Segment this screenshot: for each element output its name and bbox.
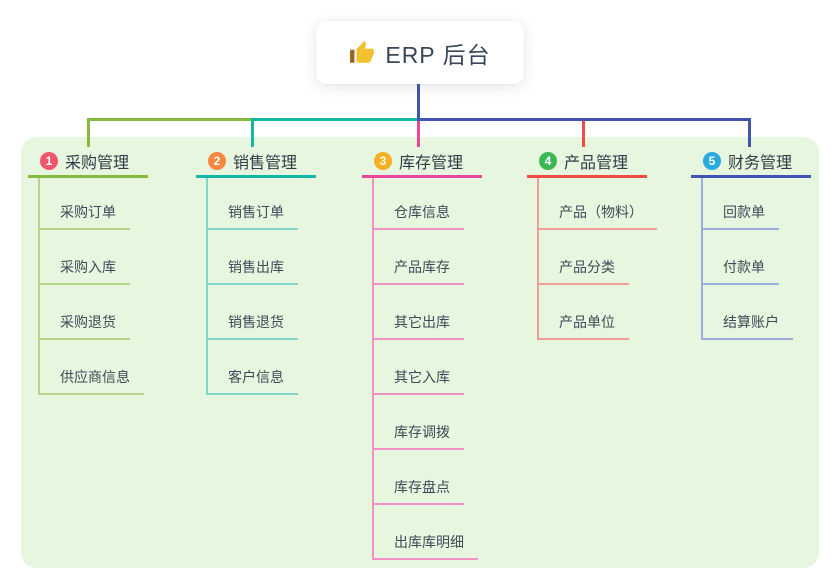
branches-panel (21, 137, 819, 568)
branch-5-item[interactable]: 回款单 (701, 197, 779, 230)
branch-3-item[interactable]: 库存调拨 (372, 417, 464, 450)
branch-4-header[interactable]: 4 产品管理 (527, 147, 647, 178)
branch-2-title: 销售管理 (233, 155, 298, 172)
branch-3-item[interactable]: 库存盘点 (372, 472, 464, 505)
branch-4-title: 产品管理 (564, 155, 629, 172)
branch-2-trunk-line (206, 178, 208, 395)
branch-2-item[interactable]: 客户信息 (206, 362, 298, 395)
branch-2-header[interactable]: 2 销售管理 (196, 147, 316, 178)
branch-1-drop-line (87, 121, 90, 147)
branch-3-item[interactable]: 其它入库 (372, 362, 464, 395)
branch-5-number-badge: 5 (703, 152, 721, 170)
branch-1-item[interactable]: 供应商信息 (38, 362, 144, 395)
thumbs-up-icon (350, 40, 375, 63)
branch-4-item[interactable]: 产品分类 (537, 252, 629, 285)
branch-2-item[interactable]: 销售退货 (206, 307, 298, 340)
root-node[interactable]: ERP 后台 (316, 21, 524, 84)
branch-3-trunk-line (372, 178, 374, 560)
branch-5-item[interactable]: 付款单 (701, 252, 779, 285)
branch-4-trunk-line (537, 178, 539, 340)
branch-3-number-badge: 3 (374, 152, 392, 170)
branch-2-number-badge: 2 (208, 152, 226, 170)
branch-3-drop-line (417, 121, 420, 147)
branch-2-item[interactable]: 销售订单 (206, 197, 298, 230)
branch-1-item[interactable]: 采购订单 (38, 197, 130, 230)
branch-5-title: 财务管理 (728, 155, 793, 172)
branch-3-header[interactable]: 3 库存管理 (362, 147, 482, 178)
branch-5-trunk-line (701, 178, 703, 340)
branch-1-trunk-line (38, 178, 40, 395)
branch-4-item[interactable]: 产品单位 (537, 307, 629, 340)
branch-1-item[interactable]: 采购退货 (38, 307, 130, 340)
branch-4-drop-line (582, 121, 585, 147)
branch-3-item[interactable]: 产品库存 (372, 252, 464, 285)
root-connector-line (417, 84, 420, 121)
bus-connector-line-3 (417, 118, 751, 121)
branch-2-item[interactable]: 销售出库 (206, 252, 298, 285)
branch-1-title: 采购管理 (65, 155, 130, 172)
branch-5-drop-line (748, 121, 751, 147)
branch-4-item[interactable]: 产品（物料） (537, 197, 657, 230)
branch-5-header[interactable]: 5 财务管理 (691, 147, 811, 178)
branch-2-drop-line (251, 121, 254, 147)
branch-1-item[interactable]: 采购入库 (38, 252, 130, 285)
branch-3-title: 库存管理 (399, 155, 464, 172)
branch-4-number-badge: 4 (539, 152, 557, 170)
branch-3-item[interactable]: 其它出库 (372, 307, 464, 340)
branch-1-number-badge: 1 (40, 152, 58, 170)
bus-connector-line-1 (87, 118, 252, 121)
branch-5-item[interactable]: 结算账户 (701, 307, 793, 340)
bus-connector-line-2 (251, 118, 420, 121)
branch-3-item[interactable]: 仓库信息 (372, 197, 464, 230)
branch-1-header[interactable]: 1 采购管理 (28, 147, 148, 178)
branch-3-item[interactable]: 出库库明细 (372, 527, 478, 560)
root-node-label: ERP 后台 (385, 41, 491, 68)
